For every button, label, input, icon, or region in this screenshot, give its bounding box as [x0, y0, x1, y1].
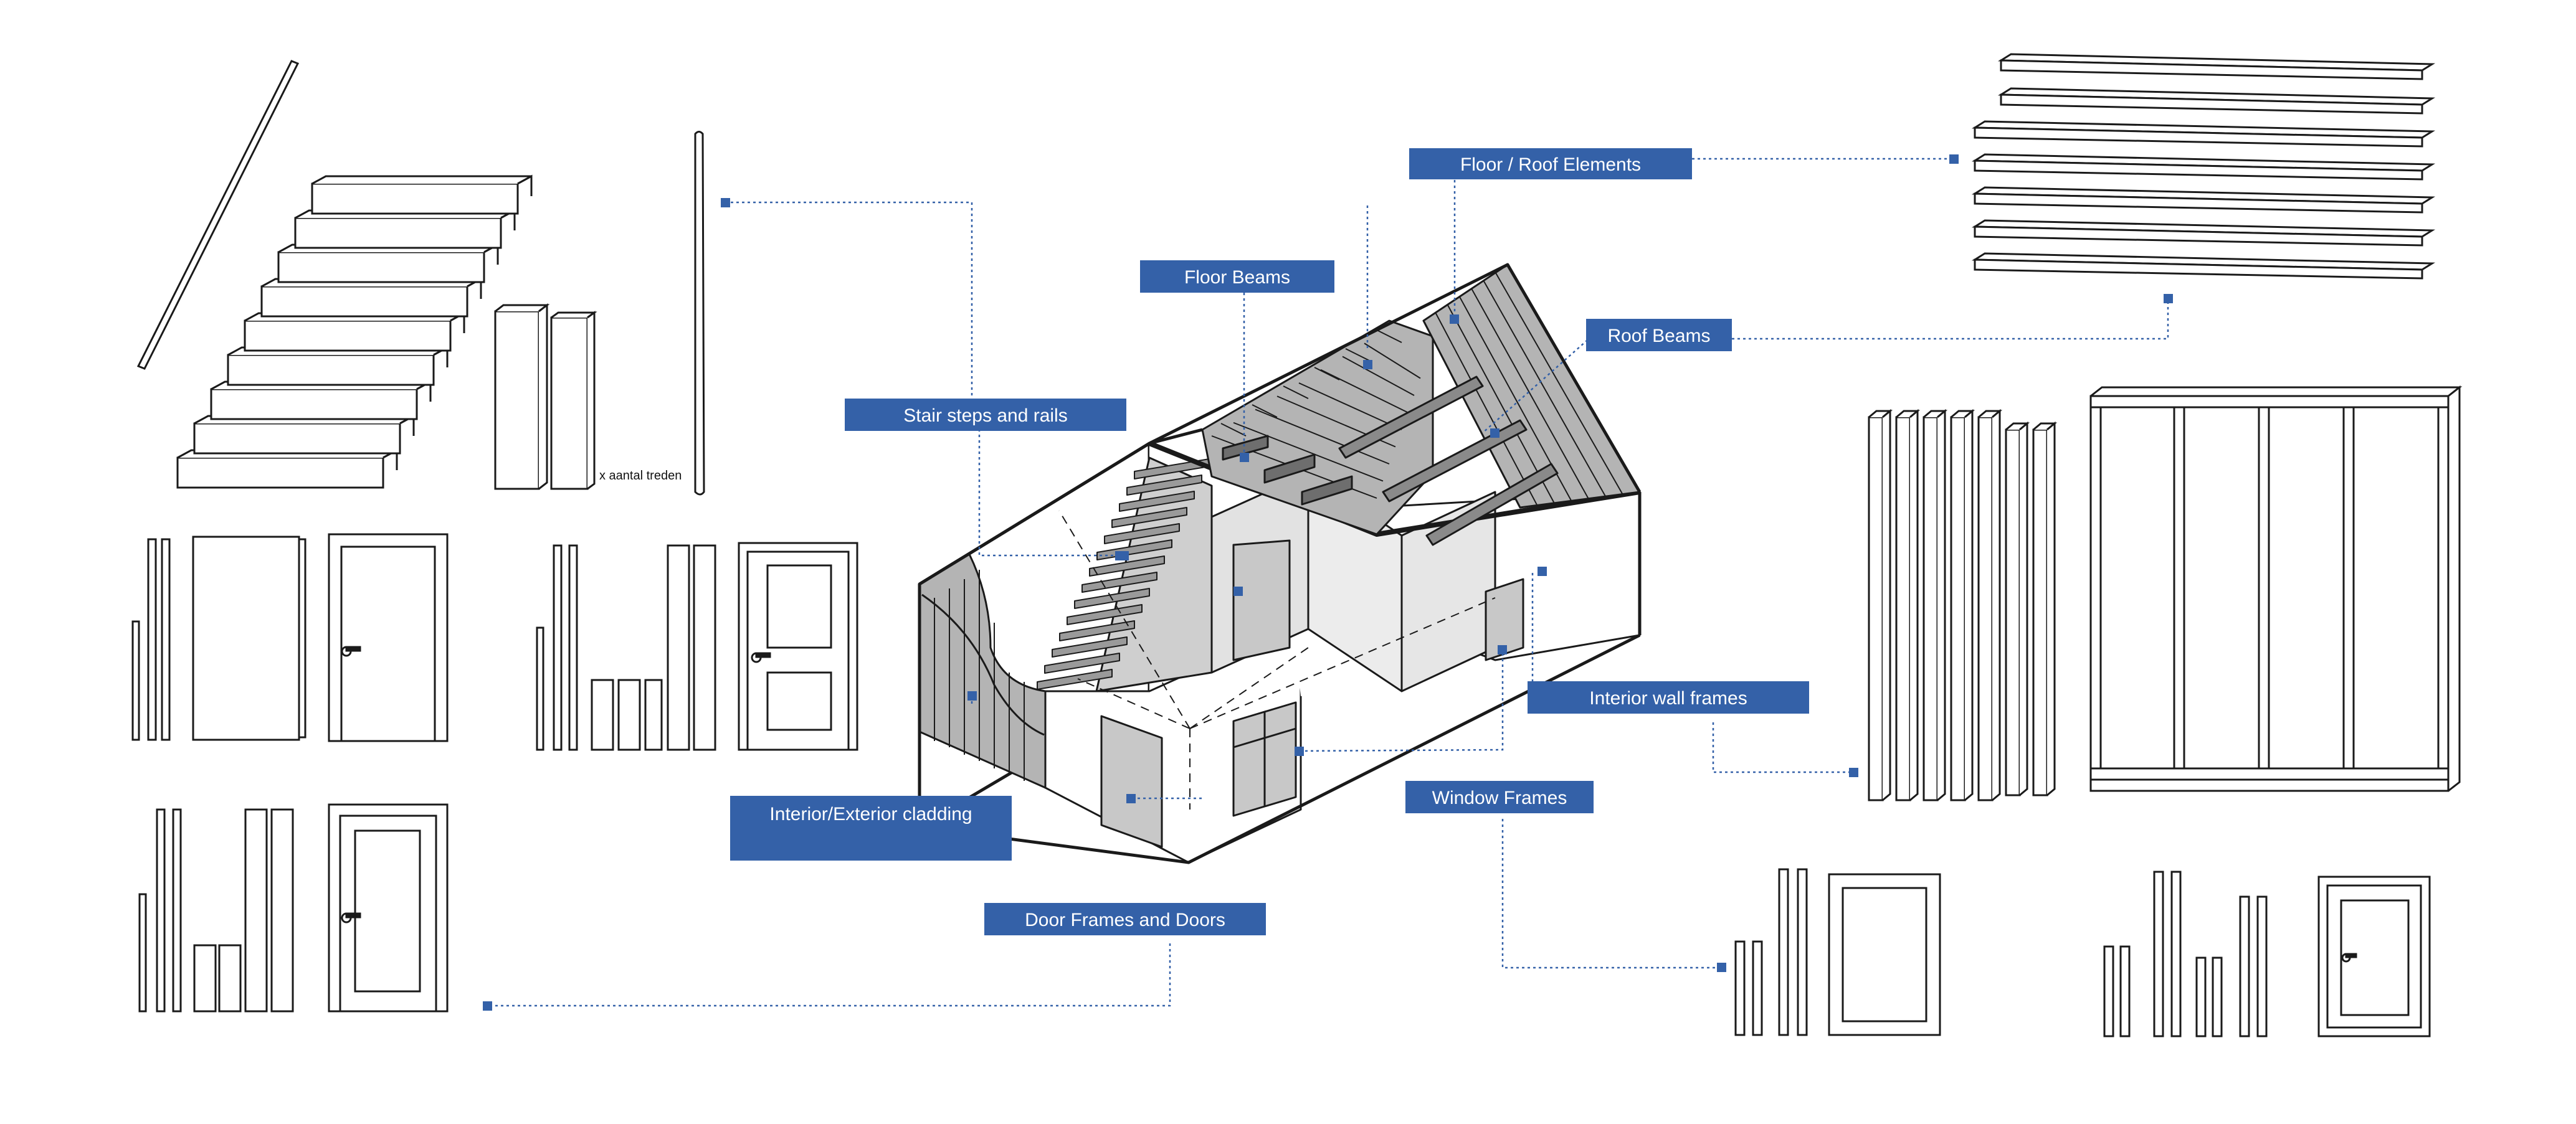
wall-stud: [1977, 416, 1994, 801]
label-interior-wall-frames: Interior wall frames: [1528, 681, 1809, 714]
floor-plank-line: [1233, 422, 1384, 482]
handrail-icon: [136, 60, 300, 370]
wall-stud: [1922, 416, 1939, 801]
stair-step: [193, 422, 401, 455]
rail-post-icon: [694, 131, 705, 496]
window-frame-parts-icon: [1734, 868, 2431, 1037]
stair-step: [244, 319, 452, 352]
plank-side: [2000, 93, 2423, 115]
plank-side: [1974, 126, 2423, 148]
connector-markers: [483, 154, 2173, 1011]
plank-side: [1974, 192, 2423, 214]
floor-plank-line: [1320, 369, 1409, 413]
label-window-frames: Window Frames: [1405, 781, 1594, 813]
house-stair-tread: [1081, 572, 1157, 593]
label-roof-beams-text: Roof Beams: [1607, 326, 1710, 346]
stair-step: [176, 456, 384, 489]
roof-plank-line: [1471, 288, 1589, 499]
roof-plank-line: [1495, 272, 1623, 495]
stair-step-side: [517, 174, 533, 196]
stair-step: [210, 388, 418, 420]
floor-plank-joint: [1283, 385, 1309, 399]
wall-stud-side: [1992, 409, 2001, 801]
wall-stud-side: [2019, 421, 2028, 796]
plank-side: [1974, 258, 2423, 280]
label-interior-wall-frames-text: Interior wall frames: [1589, 688, 1747, 709]
stair-note: x aantal treden: [599, 469, 682, 483]
stringer-boards-icon: [494, 303, 597, 490]
stair-steps: [176, 174, 533, 489]
floor-plank-line: [1255, 409, 1390, 465]
label-door-frames-doors: Door Frames and Doors: [984, 903, 1266, 935]
house-stair-tread: [1126, 475, 1202, 496]
wall-stud-side: [2046, 421, 2056, 796]
label-floor-beams: Floor Beams: [1140, 260, 1334, 293]
floor-plank-joint: [1252, 404, 1278, 418]
plank-side: [1974, 159, 2423, 181]
connector-lines: [487, 158, 2169, 1007]
roof-plank-line: [1447, 304, 1555, 504]
wall-stud: [1868, 416, 1884, 801]
roof-plank-line: [1423, 320, 1521, 508]
wall-frame-icon: [1868, 385, 2463, 801]
label-floor-roof-elements-text: Floor / Roof Elements: [1460, 154, 1641, 175]
label-stair-steps-rails: Stair steps and rails: [845, 399, 1126, 431]
label-window-frames-text: Window Frames: [1432, 788, 1567, 808]
plank-side: [1974, 225, 2423, 247]
house-stair-tread: [1089, 555, 1165, 577]
house-isometric-icon: [918, 263, 1642, 864]
house-stair-tread: [1119, 491, 1195, 512]
wall-stud-side: [1964, 409, 1974, 801]
floor-plank-joint: [1345, 348, 1371, 362]
roof-plank-line: [1483, 280, 1607, 497]
staircase-icon: [136, 60, 705, 496]
label-cladding: Interior/Exterior cladding: [730, 796, 1012, 861]
door-frame-parts-icon: [131, 533, 858, 1013]
house-stair-tread: [1111, 507, 1187, 528]
stair-step-top: [311, 175, 532, 185]
floor-plank-joint: [1220, 423, 1247, 437]
house-stair-tread: [1037, 669, 1113, 690]
floor-plank-line: [1342, 356, 1415, 396]
label-door-frames-doors-text: Door Frames and Doors: [1025, 910, 1225, 930]
label-floor-beams-text: Floor Beams: [1184, 267, 1290, 288]
label-cladding-text: Interior/Exterior cladding: [769, 804, 972, 824]
floor-plank-joint: [1376, 329, 1402, 343]
wall-stud-side: [1909, 409, 1919, 801]
wall-stud-side: [1882, 409, 1891, 801]
planks-icon: [1971, 53, 2436, 280]
label-floor-roof-elements: Floor / Roof Elements: [1409, 148, 1692, 179]
stair-step: [294, 217, 502, 249]
wall-stud: [1950, 416, 1966, 801]
label-stair-steps-rails-text: Stair steps and rails: [903, 405, 1067, 426]
floor-plank-line: [1364, 342, 1421, 379]
wall-stud-side: [1937, 409, 1946, 801]
house-stair-tread: [1059, 620, 1135, 641]
stair-step: [311, 182, 519, 215]
label-roof-beams: Roof Beams: [1586, 319, 1732, 351]
house-stair-tread: [1044, 653, 1120, 674]
roof-plank-line: [1435, 312, 1538, 506]
floor-plank-line: [1298, 382, 1402, 430]
stair-step: [227, 354, 435, 386]
stair-step: [277, 251, 485, 283]
wall-stud: [2005, 428, 2021, 796]
house-stair-tread: [1104, 523, 1180, 544]
wall-stud: [2032, 428, 2048, 796]
house-stair-tread: [1052, 636, 1128, 658]
stair-step: [260, 285, 468, 318]
wall-stud: [1895, 416, 1911, 801]
floor-plank-joint: [1314, 367, 1340, 380]
plank-side: [2000, 59, 2423, 80]
house-stair-tread: [1067, 604, 1143, 625]
